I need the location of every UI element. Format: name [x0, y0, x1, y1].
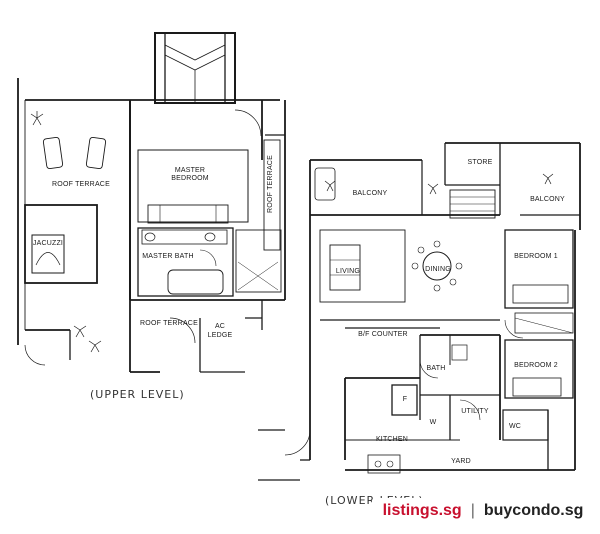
watermark-separator: | [470, 502, 475, 519]
room-label-w: W [429, 419, 437, 426]
watermark-buycondo: buycondo.sg [483, 502, 584, 519]
room-label-roof-terrace: ROOF TERRACE [52, 181, 110, 188]
room-label-living: LIVING [335, 268, 361, 275]
room-label-bedroom-1: BEDROOM 1 [514, 253, 558, 260]
caption-upper-level: (UPPER LEVEL) [90, 388, 185, 401]
room-label-dining: DINING [425, 266, 451, 273]
room-label-bedroom-2: BEDROOM 2 [514, 362, 558, 369]
room-label-master-bath: MASTER BATH [142, 253, 194, 260]
room-label-balcony-right: BALCONY [530, 196, 565, 203]
room-label-store: STORE [467, 159, 493, 166]
room-label-ac: AC [214, 323, 226, 330]
room-label-bedroom: BEDROOM [171, 175, 209, 182]
room-label-yard: YARD [451, 458, 471, 465]
lower-level-walls [258, 142, 581, 481]
room-label-kitchen: KITCHEN [375, 436, 409, 443]
room-label-roof-terrace-vertical: ROOF TERRACE [267, 155, 274, 213]
watermark-listings: listings.sg [382, 502, 462, 519]
plant-decorations [30, 111, 554, 353]
upper-level-walls [17, 32, 286, 373]
room-label-bath: BATH [426, 365, 446, 372]
room-label-master: MASTER [174, 167, 206, 174]
room-label-roof-terrace-bottom: ROOF TERRACE [140, 320, 198, 327]
room-label-utility: UTILITY [461, 408, 489, 415]
room-label-jacuzzi: JACUZZI [32, 240, 64, 247]
room-label-wc: WC [508, 423, 522, 430]
room-label-bf-counter: B/F COUNTER [358, 331, 408, 338]
watermark: listings.sg | buycondo.sg [372, 498, 594, 524]
room-label-balcony: BALCONY [352, 190, 388, 197]
room-label-f: F [402, 396, 408, 403]
room-label-ledge: LEDGE [207, 332, 233, 339]
